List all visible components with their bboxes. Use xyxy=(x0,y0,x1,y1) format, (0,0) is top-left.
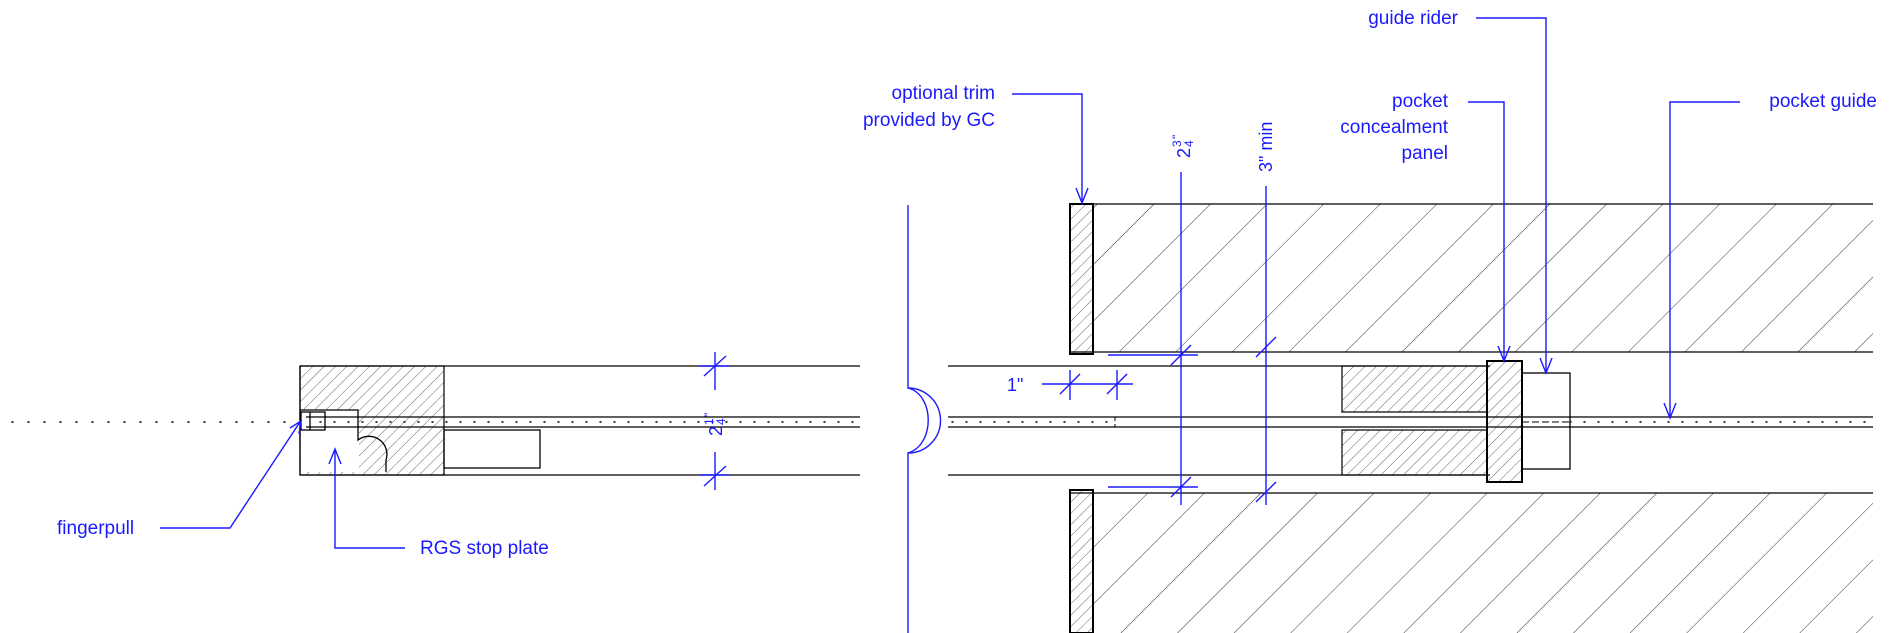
callout-fingerpull: fingerpull xyxy=(57,419,302,539)
label-fingerpull: fingerpull xyxy=(57,518,134,539)
dimension-two-one-quarter: 2 1 4 " xyxy=(700,352,730,490)
callout-guide-rider: guide rider xyxy=(1368,8,1553,375)
dim-2-1-4-unit: " xyxy=(702,413,716,417)
label-optional-trim-1: optional trim xyxy=(892,83,996,104)
dim-2-3-4-unit: " xyxy=(1170,135,1184,139)
stop-plate-rect xyxy=(443,429,541,469)
pocket-assembly xyxy=(948,203,1874,633)
label-rgs-stop-plate: RGS stop plate xyxy=(420,538,549,559)
dim-2-1-4-whole: 2 xyxy=(706,426,726,436)
callout-pocket-guide: pocket guide xyxy=(1663,91,1877,420)
lower-wall-hatch xyxy=(1093,493,1873,633)
dim-2-1-4-den: 4 xyxy=(714,418,728,425)
dim-2-3-4-num: 3 xyxy=(1170,140,1184,147)
label-guide-rider: guide rider xyxy=(1368,8,1458,29)
dashed-track xyxy=(1114,416,1488,428)
dim-2-1-4-num: 1 xyxy=(702,418,716,425)
concealment-panel xyxy=(1486,360,1523,483)
label-pocket-1: pocket xyxy=(1392,91,1449,112)
dim-2-3-4-den: 4 xyxy=(1182,140,1196,147)
callout-pocket-concealment-panel: pocket concealment panel xyxy=(1340,91,1511,363)
dimension-two-three-quarter: 2 3 4 " xyxy=(1108,135,1198,505)
label-pocket-guide: pocket guide xyxy=(1769,91,1877,112)
callout-optional-trim: optional trim provided by GC xyxy=(863,83,1089,205)
optional-trim-upper xyxy=(1069,203,1094,355)
dim-2-3-4-whole: 2 xyxy=(1174,148,1194,158)
door-leaf-left xyxy=(11,365,861,476)
label-pocket-3: panel xyxy=(1402,143,1449,164)
upper-wall-hatch xyxy=(1093,204,1873,352)
label-optional-trim-2: provided by GC xyxy=(863,110,995,131)
dim-three-min-text: 3" min xyxy=(1256,122,1276,172)
dimension-three-min: 3" min xyxy=(1255,122,1277,505)
dimension-one-inch: 1" xyxy=(1007,370,1133,400)
label-pocket-2: concealment xyxy=(1340,117,1448,138)
optional-trim-lower xyxy=(1069,489,1094,633)
break-line xyxy=(907,205,942,633)
dim-one-inch-text: 1" xyxy=(1007,375,1023,395)
guide-rider-block xyxy=(1521,372,1571,470)
callout-rgs-stop-plate: RGS stop plate xyxy=(328,447,549,559)
